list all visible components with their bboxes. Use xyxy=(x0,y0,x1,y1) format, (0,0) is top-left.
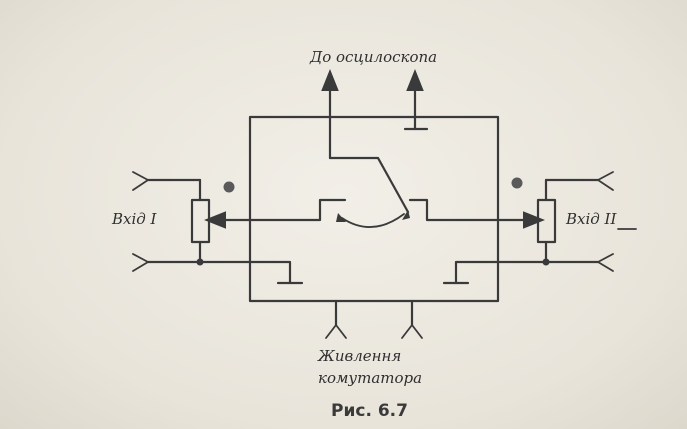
input-1-junction xyxy=(196,258,204,266)
input-1-indicator-lamp xyxy=(223,181,235,193)
input-2-indicator-lamp xyxy=(511,177,523,189)
input-1-potentiometer xyxy=(190,198,211,244)
power-label-line1: Живлення xyxy=(317,347,401,365)
ground-line-left xyxy=(198,260,292,285)
arc-arrow-left xyxy=(336,213,346,222)
commutator-box xyxy=(248,115,500,303)
switch-arm xyxy=(328,156,410,214)
input-2-terminal-top xyxy=(597,171,614,191)
power-terminal-right xyxy=(401,324,423,339)
input-1-label: Вхід I xyxy=(111,210,158,228)
input-2-terminal-bottom xyxy=(597,253,614,272)
input-1-terminal-top xyxy=(132,171,149,191)
figure-caption: Рис. 6.7 xyxy=(331,401,408,421)
input-2-potentiometer xyxy=(536,198,557,244)
power-terminal-left xyxy=(325,324,347,339)
power-label-line2: комутатора xyxy=(318,369,422,387)
contact-to-input-2 xyxy=(408,198,545,229)
input-2-label: Вхід II xyxy=(565,210,617,228)
oscilloscope-label: До осцилоскопа xyxy=(309,48,437,66)
input-1-terminal-bottom xyxy=(132,253,149,272)
input-2-junction xyxy=(542,258,550,266)
ground-line-right xyxy=(454,260,548,285)
arc-arrow-right xyxy=(402,210,410,220)
contact-to-input-1 xyxy=(204,198,347,229)
switching-arc xyxy=(341,213,405,228)
